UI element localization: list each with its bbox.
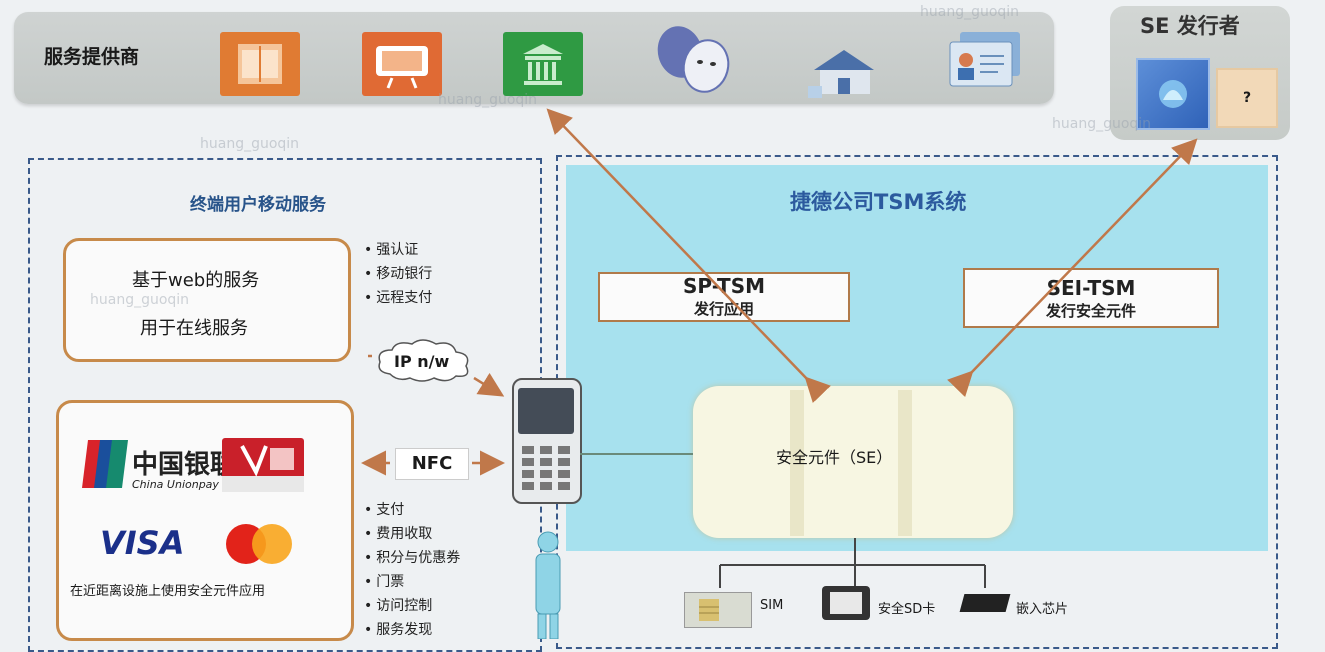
theater-masks-icon xyxy=(650,22,736,96)
id-card-icon xyxy=(946,28,1026,92)
sim-label: SIM xyxy=(760,598,784,613)
se-card-image xyxy=(1136,58,1210,130)
sd-label: 安全SD卡 xyxy=(878,602,936,617)
se-stripe xyxy=(790,390,804,536)
unionpay-logo-icon xyxy=(82,436,128,492)
watermark: huang_guoqin xyxy=(200,136,300,152)
list-item: 远程支付 xyxy=(364,286,432,310)
phone-keypad-icon xyxy=(520,444,572,492)
watermark: huang_guoqin xyxy=(90,292,190,308)
secure-element-label: 安全元件（SE） xyxy=(776,448,893,467)
web-bullet-list: 强认证 移动银行 远程支付 xyxy=(364,238,432,310)
chip-label: 嵌入芯片 xyxy=(1016,602,1069,617)
list-item: 服务发现 xyxy=(364,618,460,642)
unionpay-en-text: China Unionpay xyxy=(132,478,219,491)
nfc-label: NFC xyxy=(395,448,469,480)
watermark: huang_guoqin xyxy=(438,92,538,108)
list-item: 支付 xyxy=(364,498,460,522)
user-person-icon xyxy=(528,530,568,640)
list-item: 强认证 xyxy=(364,238,432,262)
sim-card-icon xyxy=(684,592,752,628)
ip-network-cloud xyxy=(372,336,476,384)
list-item: 门票 xyxy=(364,570,460,594)
end-user-title: 终端用户移动服务 xyxy=(190,195,326,215)
list-item: 积分与优惠券 xyxy=(364,546,460,570)
nfc-bullet-list: 支付 费用收取 积分与优惠券 门票 访问控制 服务发现 xyxy=(364,498,460,642)
list-item: 费用收取 xyxy=(364,522,460,546)
web-service-box xyxy=(63,238,351,362)
se-chip-card: ? xyxy=(1216,68,1278,128)
web-service-line2: 用于在线服务 xyxy=(140,318,248,339)
embedded-chip-icon xyxy=(959,594,1011,612)
visa-logo: VISA xyxy=(100,524,185,562)
mastercard-logo-icon xyxy=(220,522,298,566)
jcb-card-icon xyxy=(222,438,304,492)
ip-label: IP n/w xyxy=(394,352,450,371)
secure-element-box xyxy=(693,386,1013,538)
list-item: 访问控制 xyxy=(364,594,460,618)
se-issuer-title: SE 发行者 xyxy=(1140,14,1240,38)
list-item: 移动银行 xyxy=(364,262,432,286)
house-icon xyxy=(806,44,880,100)
web-service-line1: 基于web的服务 xyxy=(132,270,260,291)
watermark: huang_guoqin xyxy=(920,4,1020,20)
watermark: huang_guoqin xyxy=(1052,116,1152,132)
service-provider-title: 服务提供商 xyxy=(44,46,140,68)
unionpay-cn-text: 中国银联 xyxy=(132,450,237,480)
card-caption: 在近距离设施上使用安全元件应用 xyxy=(70,584,266,599)
tv-icon xyxy=(362,32,442,96)
se-stripe xyxy=(898,390,912,536)
shop-icon xyxy=(220,32,300,96)
bank-icon xyxy=(503,32,583,96)
sd-card-icon xyxy=(822,586,870,620)
